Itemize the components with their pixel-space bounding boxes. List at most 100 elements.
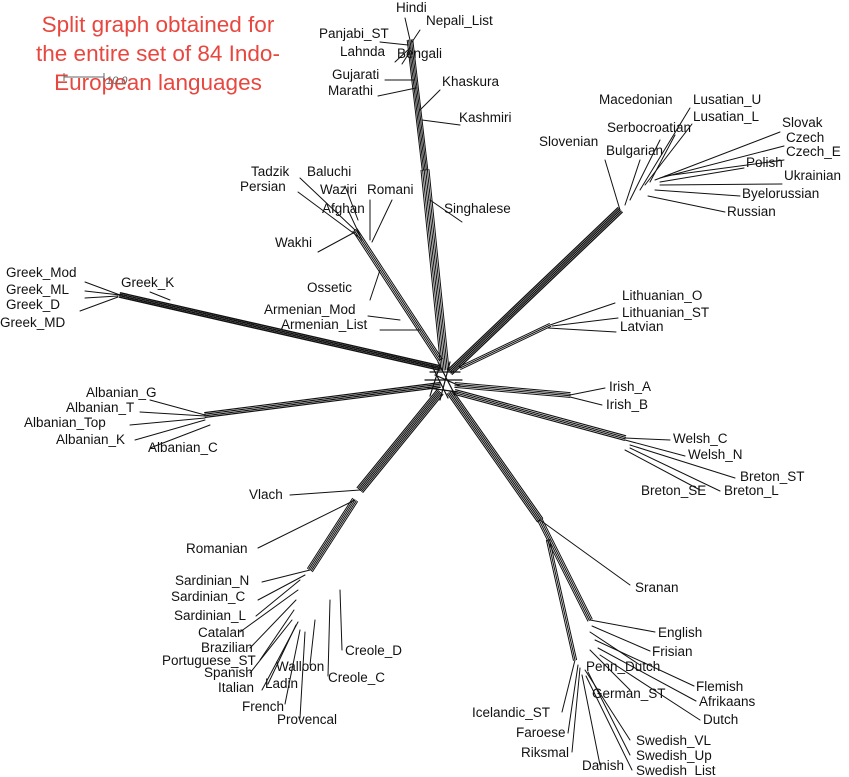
- network-edge-58: [624, 159, 641, 206]
- label-italian: Italian: [218, 680, 254, 695]
- title-line-1: Split graph obtained for: [41, 12, 275, 37]
- network-edge-103: [358, 390, 440, 491]
- network-edge-45: [119, 293, 441, 368]
- network-edge-95: [624, 437, 671, 441]
- network-edge-39: [317, 231, 356, 253]
- label-lusatian-l: Lusatian_L: [693, 109, 760, 124]
- network-edge-33: [299, 177, 356, 231]
- network-edge-31: [355, 229, 442, 361]
- network-edge-131: [446, 393, 538, 523]
- network-edge-8: [420, 169, 442, 371]
- label-marathi: Marathi: [328, 83, 373, 98]
- network-edge-46: [119, 292, 442, 367]
- network-edge-10: [423, 169, 445, 371]
- label-czech-e: Czech_E: [786, 144, 841, 159]
- label-nepali-list: Nepali_List: [426, 13, 493, 28]
- network-edge-144: [549, 539, 578, 661]
- network-edge-118: [259, 609, 295, 661]
- network-edge-140: [594, 639, 695, 687]
- network-edge-53: [448, 208, 620, 372]
- label-albanian-c: Albanian_C: [148, 440, 218, 455]
- network-edge-108: [312, 501, 359, 573]
- label-gujarati: Gujarati: [332, 67, 379, 82]
- label-wakhi: Wakhi: [275, 235, 312, 250]
- label-baluchi: Baluchi: [307, 164, 351, 179]
- label-breton-st: Breton_ST: [740, 469, 805, 484]
- network-edge-100: [362, 393, 444, 493]
- network-edge-124: [327, 599, 331, 677]
- label-albanian-k: Albanian_K: [56, 432, 125, 447]
- label-brazilian: Brazilian: [201, 640, 253, 655]
- label-afghan: Afghan: [322, 201, 365, 216]
- network-edge-18: [412, 39, 429, 171]
- network-edge-111: [308, 498, 355, 570]
- network-edge-141: [597, 647, 697, 702]
- network-edge-130: [448, 392, 540, 522]
- label-greek-mod: Greek_Mod: [6, 265, 77, 280]
- network-edge-20: [411, 29, 421, 43]
- label-welsh-c: Welsh_C: [673, 431, 728, 446]
- label-waziri: Waziri: [320, 182, 357, 197]
- network-edge-79: [204, 382, 441, 414]
- label-romani: Romani: [367, 182, 414, 197]
- label-french: French: [242, 699, 284, 714]
- label-ladin: Ladin: [265, 676, 298, 691]
- network-edge-127: [452, 389, 544, 519]
- network-edge-15: [408, 39, 425, 171]
- network-edge-13: [428, 169, 450, 371]
- network-edge-67: [659, 183, 783, 186]
- network-edge-153: [585, 675, 633, 771]
- network-edge-148: [567, 664, 579, 734]
- network-edge-63: [654, 131, 781, 181]
- network-edge-27: [421, 119, 461, 126]
- label-czech: Czech: [786, 130, 824, 145]
- label-lusatian-u: Lusatian_U: [693, 92, 761, 107]
- network-edge-19: [404, 17, 411, 41]
- label-armenian-mod: Armenian_Mod: [264, 302, 356, 317]
- label-albanian-g: Albanian_G: [86, 385, 157, 400]
- label-macedonian: Macedonian: [599, 92, 673, 107]
- label-sardinian-n: Sardinian_N: [175, 573, 249, 588]
- label-polish: Polish: [746, 155, 783, 170]
- label-swedish-vl: Swedish_VL: [636, 733, 712, 748]
- label-afrikaans: Afrikaans: [699, 694, 756, 709]
- network-edge-12: [426, 169, 448, 371]
- network-edge-138: [591, 625, 651, 652]
- network-edge-99: [624, 449, 701, 491]
- label-khaskura: Khaskura: [442, 74, 500, 89]
- network-edge-59: [629, 139, 661, 201]
- network-edge-117: [249, 599, 297, 649]
- network-edge-26: [419, 89, 441, 111]
- label-faroese: Faroese: [516, 725, 566, 740]
- label-sardinian-c: Sardinian_C: [171, 589, 246, 604]
- label-german-st: German_ST: [592, 686, 666, 701]
- label-swedish-list: Swedish_List: [636, 763, 716, 777]
- network-edge-152: [581, 674, 601, 766]
- network-edge-135: [538, 519, 590, 621]
- network-edge-94: [453, 393, 625, 441]
- label-catalan: Catalan: [198, 625, 245, 640]
- label-bulgarian: Bulgarian: [606, 143, 663, 158]
- network-edge-81: [139, 411, 206, 417]
- network-edge-109: [310, 500, 357, 572]
- network-edge-133: [541, 518, 593, 620]
- network-edge-90: [569, 396, 603, 406]
- network-edge-126: [261, 621, 299, 691]
- network-edge-93: [454, 392, 626, 440]
- label-hindi: Hindi: [396, 0, 427, 15]
- network-edge-97: [629, 444, 736, 479]
- label-irish-b: Irish_B: [606, 397, 648, 412]
- network-edge-107: [257, 499, 356, 549]
- network-edge-70: [458, 323, 550, 368]
- network-edge-16: [409, 39, 426, 171]
- network-edges: [79, 17, 785, 771]
- network-edge-37: [371, 199, 393, 243]
- label-provencal: Provencal: [277, 712, 337, 727]
- network-edge-71: [459, 324, 551, 369]
- network-edge-89: [569, 387, 606, 396]
- label-creole-d: Creole_D: [345, 643, 402, 658]
- network-edge-115: [255, 579, 301, 617]
- network-edge-136: [537, 520, 589, 622]
